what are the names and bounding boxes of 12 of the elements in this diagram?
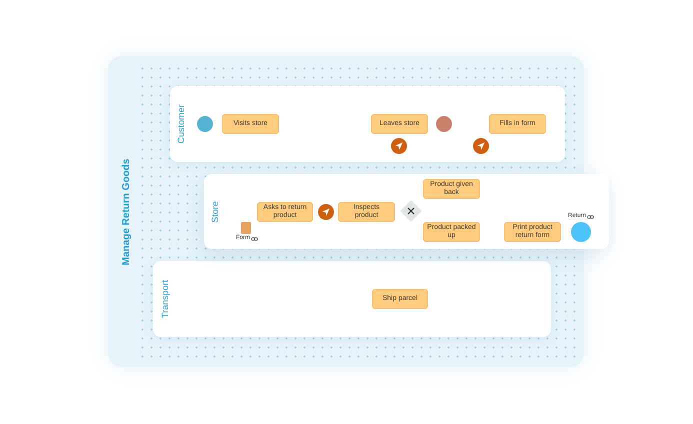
gateway-diamond	[400, 200, 422, 222]
lane-label: Transport	[159, 280, 171, 318]
send-icon	[391, 138, 407, 154]
lane-label: Store	[209, 200, 221, 222]
lane-label: Customer	[175, 104, 187, 144]
document-icon	[241, 222, 251, 234]
pool-title: Manage Return Goods	[120, 158, 133, 265]
swimlane	[153, 261, 551, 337]
swimlane	[170, 86, 565, 162]
send-icon	[473, 138, 489, 154]
swimlane	[204, 174, 609, 249]
send-icon	[318, 204, 334, 220]
